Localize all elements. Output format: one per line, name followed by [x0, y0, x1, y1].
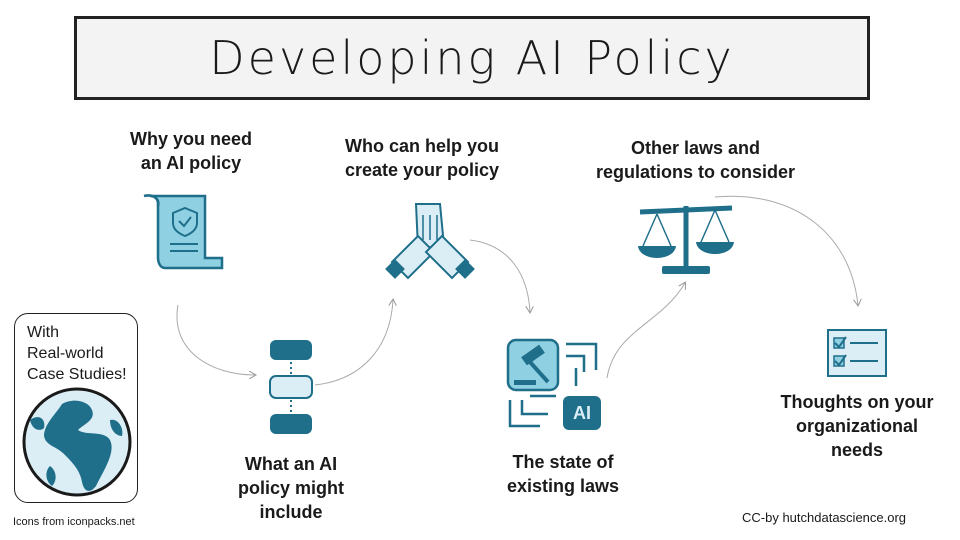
case-studies-text: With Real-world Case Studies! [27, 324, 127, 383]
step-include-label: What an AI policy might include [237, 454, 344, 522]
title-box: Developing AI Policy [74, 16, 870, 100]
step-who-label: Who can help you create your policy [344, 136, 500, 180]
step-why-label: Why you need an AI policy [129, 129, 252, 173]
icons-credit: Icons from iconpacks.net [13, 516, 135, 528]
step-thoughts-label: Thoughts on your organizational needs [780, 392, 934, 460]
arrow-1 [176, 304, 255, 375]
arrow-2 [314, 300, 393, 386]
step-state-label: The state of existing laws [506, 452, 620, 496]
arrow-5 [714, 195, 858, 305]
license-credit: CC-by hutchdatascience.org [742, 510, 907, 525]
page-title: Developing AI Policy [209, 31, 735, 85]
arrow-3 [469, 239, 530, 312]
step-other-label: Other laws and regulations to consider [595, 138, 796, 182]
arrow-4 [606, 283, 685, 379]
ai-badge: AI [573, 403, 591, 423]
